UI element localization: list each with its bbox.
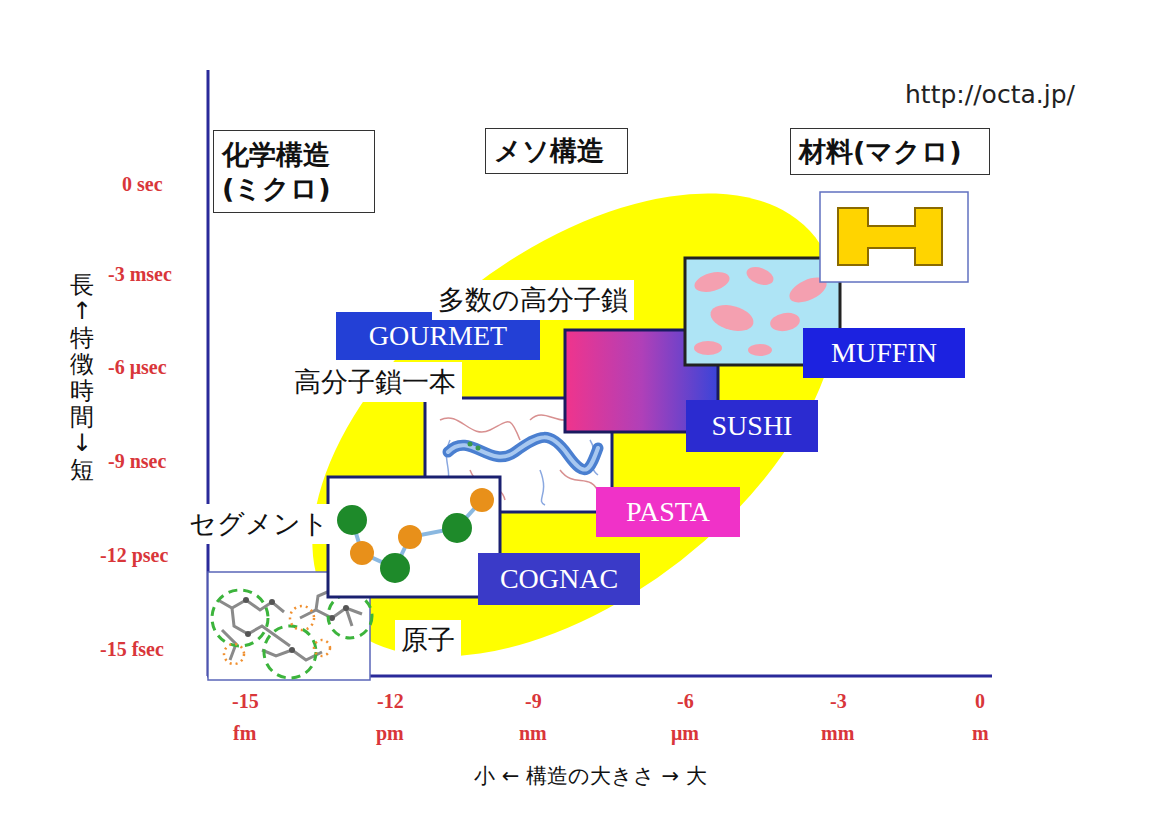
level-label: 原子 [395,620,461,660]
time-tick: 0 sec [122,173,163,196]
url-watermark: http://octa.jp/ [905,80,1075,109]
size-tick: -9 [525,690,542,713]
program-box: PASTA [596,487,740,537]
program-box: COGNAC [478,553,640,605]
time-tick: -15 fsec [100,638,164,661]
size-unit: nm [519,722,547,745]
size-unit: fm [233,722,256,745]
segment-picture [328,477,500,597]
size-unit: m [972,722,989,745]
size-tick: -6 [677,690,694,713]
size-unit: mm [821,722,854,745]
scale-heading: 材料(マクロ) [790,128,990,175]
program-box: MUFFIN [803,328,965,378]
axis-title: 長↑特徴時間↓短 [70,272,94,483]
size-tick: -12 [377,690,404,713]
box-text: SUSHI [712,410,793,442]
size-tick: -15 [232,690,259,713]
box-text: 化学構造 (ミクロ) [222,138,366,206]
scale-heading: メソ構造 [485,128,628,174]
axis-title: 小 ← 構造の大きさ → 大 [474,762,707,790]
time-tick: -12 psec [100,544,168,567]
program-box: SUSHI [686,400,818,452]
size-unit: μm [671,722,699,745]
scale-heading: 化学構造 (ミクロ) [213,130,375,213]
level-label: セグメント [183,504,335,544]
size-tick: 0 [975,690,985,713]
box-text: 材料(マクロ) [799,135,962,169]
time-tick: -3 msec [108,263,172,286]
box-text: GOURMET [369,320,507,352]
size-unit: pm [376,722,404,745]
level-label: 多数の高分子鎖 [432,280,634,320]
specimen-picture [820,192,968,282]
size-tick: -3 [830,690,847,713]
box-text: MUFFIN [831,337,937,369]
time-tick: -9 nsec [108,450,166,473]
box-text: COGNAC [500,563,618,595]
box-text: メソ構造 [494,134,604,168]
time-tick: -6 μsec [108,356,167,379]
level-label: 高分子鎖一本 [288,362,462,402]
box-text: PASTA [626,496,710,528]
